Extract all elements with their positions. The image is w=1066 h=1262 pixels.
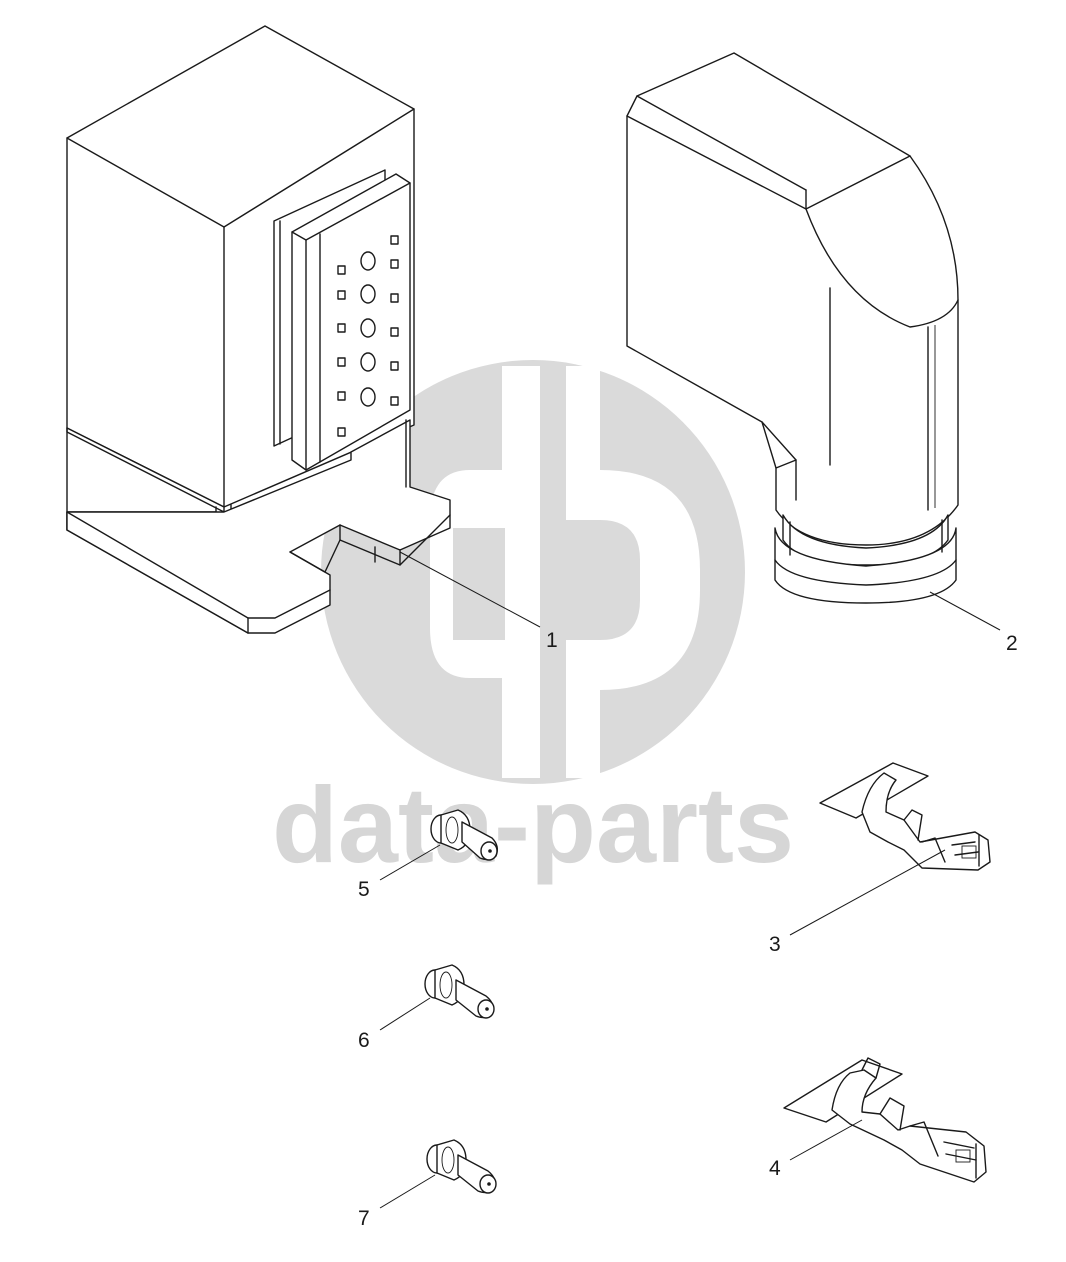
callout-6: 6 — [358, 1029, 370, 1052]
leader-line-4 — [789, 1119, 863, 1161]
part-3-crimp-terminal — [819, 762, 991, 871]
leader-line-6 — [379, 997, 431, 1031]
part-6-seal — [424, 964, 495, 1019]
terminal-block-pins — [337, 235, 399, 437]
part-2-angled-hood — [626, 52, 959, 604]
part-4-crimp-terminal — [783, 1057, 987, 1183]
callout-7: 7 — [358, 1207, 370, 1230]
callout-5: 5 — [358, 878, 370, 901]
callout-1: 1 — [546, 629, 558, 652]
watermark-text: data-parts — [272, 764, 794, 885]
leader-line-2 — [929, 591, 1001, 631]
data-parts-logo — [321, 360, 745, 784]
leader-line-3 — [789, 849, 946, 936]
part-5-seal — [430, 809, 499, 861]
leader-line-5 — [379, 844, 441, 881]
callout-3: 3 — [769, 933, 781, 956]
callout-4: 4 — [769, 1157, 781, 1180]
callout-2: 2 — [1006, 632, 1018, 655]
leader-line-7 — [379, 1174, 436, 1209]
part-7-seal — [426, 1139, 497, 1194]
leader-line-1 — [399, 551, 541, 628]
part-1-connector-housing — [66, 25, 451, 634]
